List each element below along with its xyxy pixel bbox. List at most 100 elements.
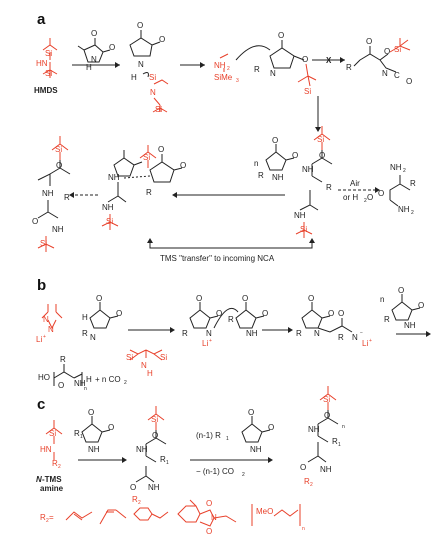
a2-o-top: O bbox=[137, 21, 143, 30]
b-poly-h: H bbox=[86, 375, 92, 384]
c4-o-2: O bbox=[300, 463, 306, 472]
iso-o-end: O bbox=[406, 77, 412, 86]
iso-c: C bbox=[394, 71, 400, 80]
c2-r1-sub: 1 bbox=[166, 460, 169, 466]
air-label: Air bbox=[350, 179, 360, 188]
panel-label-c: c bbox=[37, 396, 45, 413]
nca-b1: O O R N H bbox=[82, 294, 122, 342]
arrowhead-b2 bbox=[288, 327, 293, 333]
a2-n-red: N bbox=[150, 88, 156, 97]
arrowhead-a1 bbox=[115, 62, 120, 68]
b-co2: + n CO bbox=[95, 375, 121, 384]
b2-li-sup: + bbox=[209, 338, 212, 344]
b-si-left: Si bbox=[126, 353, 133, 362]
a4-r: R bbox=[326, 183, 332, 192]
b-li: Li bbox=[36, 335, 42, 344]
a3-r: R bbox=[254, 65, 260, 74]
intermediate-a2: O O N H Si N Si bbox=[129, 21, 169, 114]
b-n-2: N bbox=[141, 361, 147, 370]
b5-nh: NH bbox=[404, 321, 416, 330]
nca-c3: O O NH bbox=[241, 408, 274, 454]
transfer-label: TMS "transfer" to incoming NCA bbox=[160, 254, 275, 263]
intermediate-c2: Si O NH R 1 O NH R 2 bbox=[130, 406, 169, 506]
c1-r1-sub: 1 bbox=[80, 434, 83, 440]
c4-r1: R bbox=[332, 437, 338, 446]
arrowhead-c2 bbox=[268, 457, 273, 463]
a5-o-top: O bbox=[272, 136, 278, 145]
r2-peg bbox=[273, 509, 299, 517]
r2-n: N bbox=[211, 513, 217, 522]
c-r2-sub: 2 bbox=[58, 464, 61, 470]
b4-n-2: N bbox=[352, 333, 358, 342]
r2-definitions: R 2 = O O N MeO n bbox=[40, 499, 305, 536]
b5-o-top: O bbox=[398, 286, 404, 295]
a3-si: Si bbox=[304, 87, 311, 96]
a7-o: O bbox=[56, 161, 62, 170]
arrowhead-a-left-dashed bbox=[69, 192, 74, 198]
a5-o-right: O bbox=[292, 151, 298, 160]
c-hn: HN bbox=[40, 445, 52, 454]
c4-o: O bbox=[324, 411, 330, 420]
b-si-1: N bbox=[43, 315, 49, 324]
lithium-amide: N N Li + bbox=[36, 304, 63, 344]
sime3-sub: 3 bbox=[236, 78, 239, 84]
b4-r-2: R bbox=[338, 333, 344, 342]
b2-o-top: O bbox=[196, 294, 202, 303]
nca-ring-a1: O O H N bbox=[77, 29, 115, 72]
c-reagent-sub: 1 bbox=[226, 436, 229, 442]
arrowhead-c1 bbox=[122, 457, 127, 463]
r2-eq-r: R bbox=[40, 513, 46, 522]
c4-r2: R bbox=[304, 477, 310, 486]
arrowhead-b3 bbox=[426, 331, 431, 337]
b-poly-r: R bbox=[60, 355, 66, 364]
hmds-si-bottom: Si bbox=[45, 69, 52, 78]
a4-o: O bbox=[319, 151, 325, 160]
c3-nh: NH bbox=[250, 445, 262, 454]
amide-product: NH 2 R O NH 2 bbox=[378, 163, 416, 216]
hmds-si-top: Si bbox=[45, 49, 52, 58]
b-poly-nh: NH bbox=[74, 379, 86, 388]
r2-eq-sub: 2 bbox=[46, 518, 49, 524]
amide-r: R bbox=[410, 179, 416, 188]
transfer-bracket bbox=[147, 238, 315, 249]
a7-nh: NH bbox=[42, 189, 54, 198]
iso-o-top: O bbox=[366, 37, 372, 46]
c4-r2-sub: 2 bbox=[310, 482, 313, 488]
c-amine-label: amine bbox=[40, 484, 64, 493]
a7-r: R bbox=[64, 193, 70, 202]
b5-r: R bbox=[384, 315, 390, 324]
r2-peg-bracket bbox=[251, 504, 301, 526]
b2-li: Li bbox=[202, 339, 208, 348]
c2-nh-2: NH bbox=[148, 483, 160, 492]
a3-o-right: O bbox=[302, 55, 308, 64]
a7-nh-2: NH bbox=[52, 225, 64, 234]
nca-b5: n O O R NH bbox=[380, 286, 424, 330]
sime3-label: SiMe bbox=[214, 73, 233, 82]
a5-nh: NH bbox=[272, 173, 284, 182]
nca-b3: O O NH R bbox=[228, 294, 268, 338]
dimer-anion-b4: O O R N O N R Li + − bbox=[296, 294, 372, 348]
a7-si-2: Si bbox=[40, 239, 47, 248]
c4-nh: NH bbox=[308, 425, 320, 434]
a3-o-top: O bbox=[278, 31, 284, 40]
c4-r1-sub: 1 bbox=[338, 442, 341, 448]
iso-o: O bbox=[384, 47, 390, 56]
b-ho: HO bbox=[38, 373, 50, 382]
water-sub: 2 bbox=[364, 198, 367, 204]
c-si: Si bbox=[49, 429, 56, 438]
isocyanate-product: O O Si R N C O bbox=[346, 37, 412, 86]
nca-c1: O O R 1 NH bbox=[74, 408, 114, 454]
c2-r2-sub: 2 bbox=[138, 500, 141, 506]
b5-n-prefix: n bbox=[380, 295, 384, 304]
b4-minus: − bbox=[360, 330, 363, 336]
b2-o-right: O bbox=[216, 309, 222, 318]
b-si-right: Si bbox=[160, 353, 167, 362]
b1-o-top: O bbox=[96, 294, 102, 303]
nca-a1-n: N bbox=[91, 55, 97, 64]
arrowhead-a-left bbox=[172, 192, 177, 198]
r2-propargyl bbox=[99, 509, 127, 525]
b2-n: N bbox=[206, 329, 212, 338]
a6-nh: NH bbox=[108, 173, 120, 182]
c4-nh-2: NH bbox=[320, 465, 332, 474]
